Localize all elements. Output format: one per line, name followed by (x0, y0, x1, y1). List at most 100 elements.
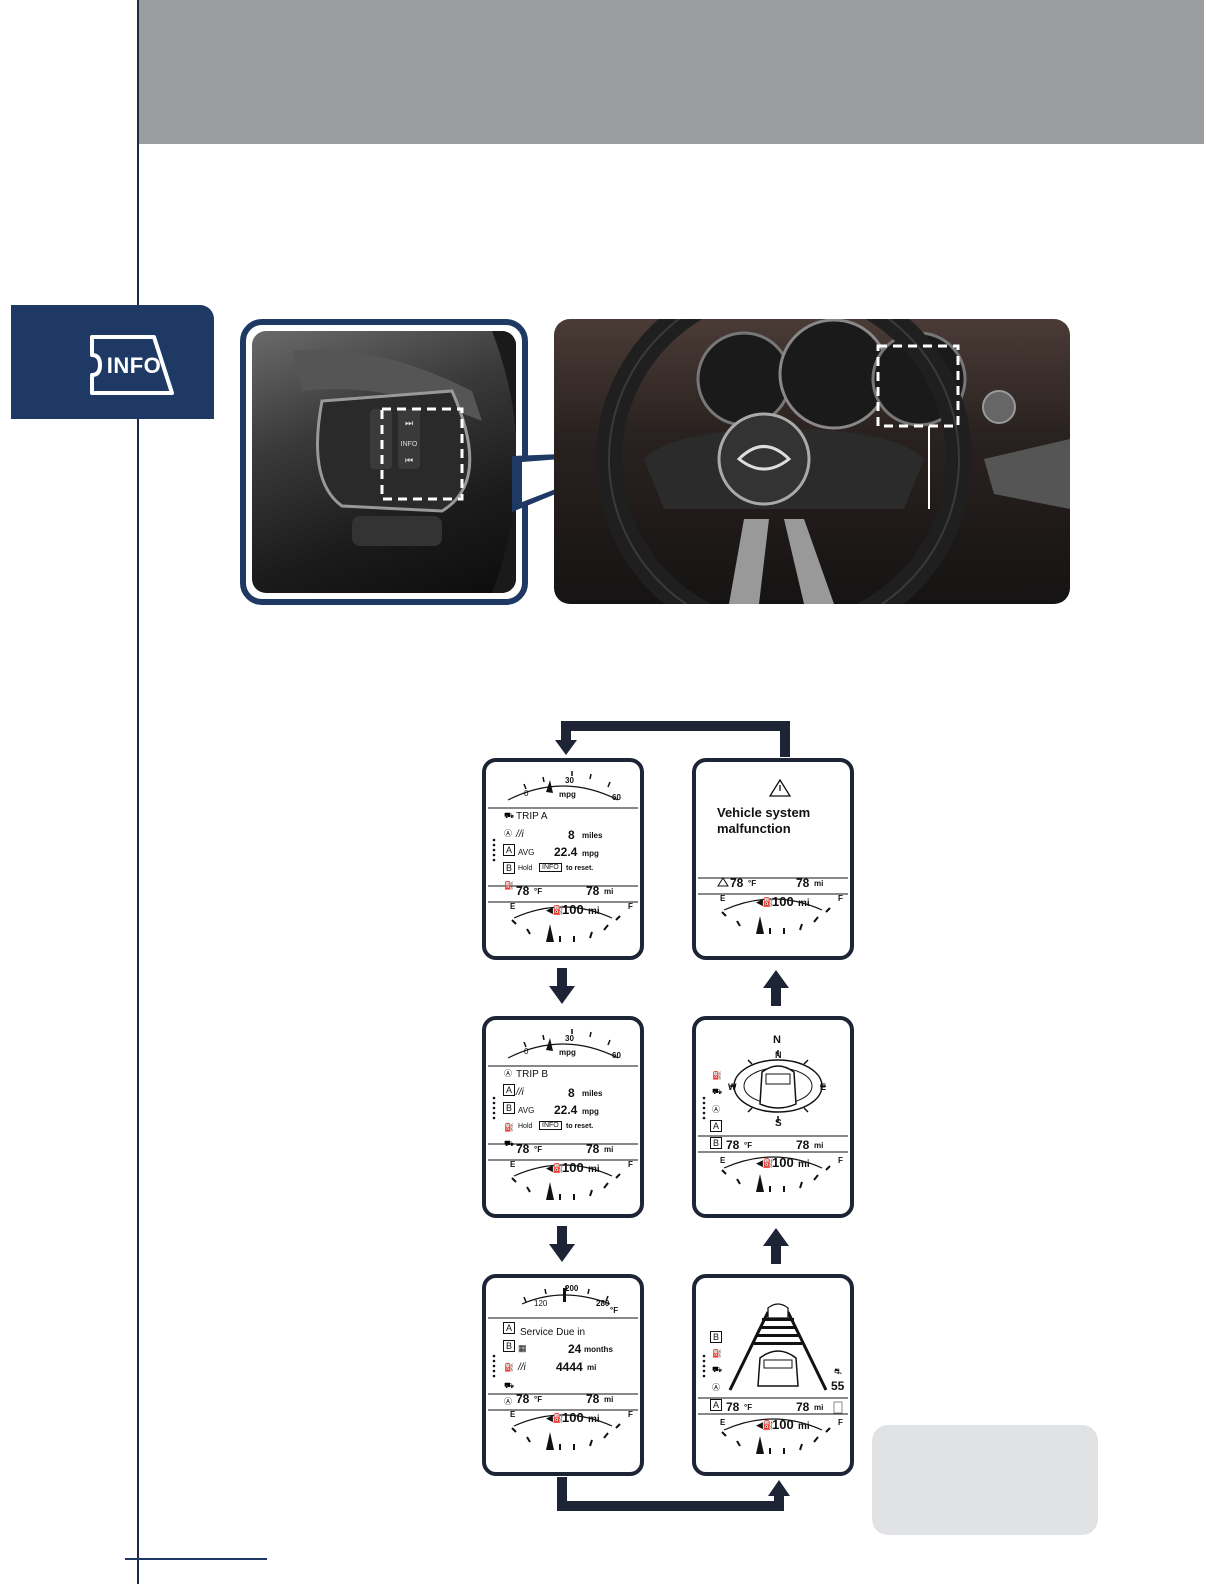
service-months-unit: months (584, 1345, 613, 1354)
svg-text:⛽: ⛽ (504, 1362, 514, 1372)
hold-suffix: to reset. (566, 865, 593, 872)
fuel-range-unit: mi (588, 906, 600, 917)
outside-temp-value: 78 (516, 1142, 529, 1156)
gauge-label-max: 280 (596, 1299, 609, 1308)
fuel-full: F (628, 1160, 633, 1169)
fuel-range-unit: mi (588, 1414, 600, 1425)
gauge-unit: mpg (559, 1048, 576, 1057)
outside-temp-unit: °F (744, 1403, 752, 1412)
avg-value: 22.4 (554, 1103, 577, 1117)
range-value: 78 (796, 876, 809, 890)
gauge-label-min: 0 (524, 789, 528, 798)
display-warning: Vehicle system malfunction 78 °F 78 mi E… (692, 758, 854, 960)
avg-unit: mpg (582, 1107, 599, 1116)
distance-icon: //i (516, 1087, 524, 1098)
compass-north-outer: N (773, 1034, 781, 1046)
fuel-empty: E (720, 1156, 725, 1165)
svg-text:⛐: ⛐ (834, 1366, 842, 1376)
fuel-range-value: 100 (562, 1410, 584, 1425)
svg-text:⛟: ⛟ (504, 811, 514, 820)
side-letter-b: B (503, 862, 515, 874)
gauge-label-min: 0 (524, 1047, 528, 1056)
svg-text:⛟: ⛟ (504, 1381, 514, 1390)
fuel-full: F (628, 902, 633, 911)
range-value: 78 (796, 1138, 809, 1152)
side-letter-b: B (710, 1137, 722, 1149)
side-letter-a: A (503, 1084, 515, 1096)
fuel-full: F (628, 1410, 633, 1419)
fuel-range-unit: mi (588, 1164, 600, 1175)
outside-temp-value: 78 (516, 1392, 529, 1406)
cruise-set-speed: 55 (831, 1379, 844, 1393)
range-unit: mi (814, 1141, 823, 1150)
fuel-empty: E (510, 1410, 515, 1419)
compass-south: S (775, 1118, 782, 1129)
avg-label: AVG (518, 1106, 534, 1115)
outside-temp-value: 78 (726, 1400, 739, 1414)
display-compass: ⛽ ⛟ Ⓐ N N W E S A B 78 °F 78 mi E F ◀⛽ 1… (692, 1016, 854, 1218)
svg-text:Ⓐ: Ⓐ (712, 1383, 720, 1392)
gauge-unit: °F (610, 1306, 618, 1315)
compass-north-inner: N (775, 1050, 782, 1060)
display-cruise-lane: ⛽ ⛟ Ⓐ ⛐ B 55 A 78 °F 78 mi E F ◀⛽ 100 mi (692, 1274, 854, 1476)
outside-temp-value: 78 (730, 876, 743, 890)
range-value: 78 (586, 884, 599, 898)
service-title: Service Due in (520, 1327, 585, 1338)
svg-text:Ⓐ: Ⓐ (504, 1397, 512, 1406)
fuel-range-unit: mi (798, 898, 810, 909)
compass-west: W (728, 1082, 737, 1092)
side-letter-a: A (503, 844, 515, 856)
svg-text:⛽: ⛽ (504, 880, 514, 890)
outside-temp-value: 78 (516, 884, 529, 898)
svg-text:Ⓐ: Ⓐ (712, 1105, 720, 1114)
gauge-label-mid: 30 (565, 1034, 574, 1043)
trip-title: TRIP B (516, 1069, 548, 1080)
note-box (872, 1425, 1098, 1535)
distance-value: 8 (568, 1086, 575, 1100)
service-miles-unit: mi (587, 1363, 596, 1372)
fuel-range-unit: mi (798, 1159, 810, 1170)
fuel-full: F (838, 894, 843, 903)
svg-text:Ⓐ: Ⓐ (504, 1069, 512, 1078)
warning-message-line1: Vehicle system (717, 805, 810, 820)
distance-icon: //i (516, 829, 524, 840)
outside-temp-unit: °F (748, 879, 756, 888)
display-service-due: ⛽ ⛟ Ⓐ 120 200 280 °F A Service Due in B … (482, 1274, 644, 1476)
range-unit: mi (604, 1395, 613, 1404)
distance-value: 8 (568, 828, 575, 842)
gauge-unit: mpg (559, 790, 576, 799)
gauge-label-mid: 30 (565, 776, 574, 785)
calendar-icon: ▦ (518, 1343, 527, 1354)
fuel-range-value: 100 (772, 1155, 794, 1170)
svg-text:Ⓐ: Ⓐ (504, 829, 512, 838)
svg-text:⛽: ⛽ (712, 1070, 722, 1080)
range-unit: mi (604, 887, 613, 896)
svg-text:⛽: ⛽ (504, 1122, 514, 1132)
range-unit: mi (814, 879, 823, 888)
svg-text:⛽: ⛽ (712, 1348, 722, 1358)
svg-text:⛟: ⛟ (504, 1139, 514, 1148)
fuel-range-value: 100 (772, 1417, 794, 1432)
service-months-value: 24 (568, 1342, 581, 1356)
svg-text:⛟: ⛟ (712, 1365, 722, 1374)
side-letter-a: A (503, 1322, 515, 1334)
display-trip-a: ⛟ Ⓐ ⛽ 0 30 60 mpg TRIP A //i 8 miles A A… (482, 758, 644, 960)
range-unit: mi (604, 1145, 613, 1154)
range-unit: mi (814, 1403, 823, 1412)
fuel-range-unit: mi (798, 1421, 810, 1432)
side-letter-a: A (710, 1399, 722, 1411)
fuel-full: F (838, 1418, 843, 1427)
gauge-label-min: 120 (534, 1299, 547, 1308)
trip-title: TRIP A (516, 811, 548, 822)
outside-temp-unit: °F (534, 887, 542, 896)
hold-suffix: to reset. (566, 1123, 593, 1130)
range-value: 78 (586, 1142, 599, 1156)
service-miles-value: 4444 (556, 1360, 583, 1374)
svg-text:⛟: ⛟ (712, 1087, 722, 1096)
avg-value: 22.4 (554, 845, 577, 859)
fuel-empty: E (720, 1418, 725, 1427)
distance-unit: miles (582, 1089, 602, 1098)
compass-east: E (820, 1082, 826, 1092)
distance-unit: miles (582, 831, 602, 840)
gauge-label-mid: 200 (565, 1284, 578, 1293)
